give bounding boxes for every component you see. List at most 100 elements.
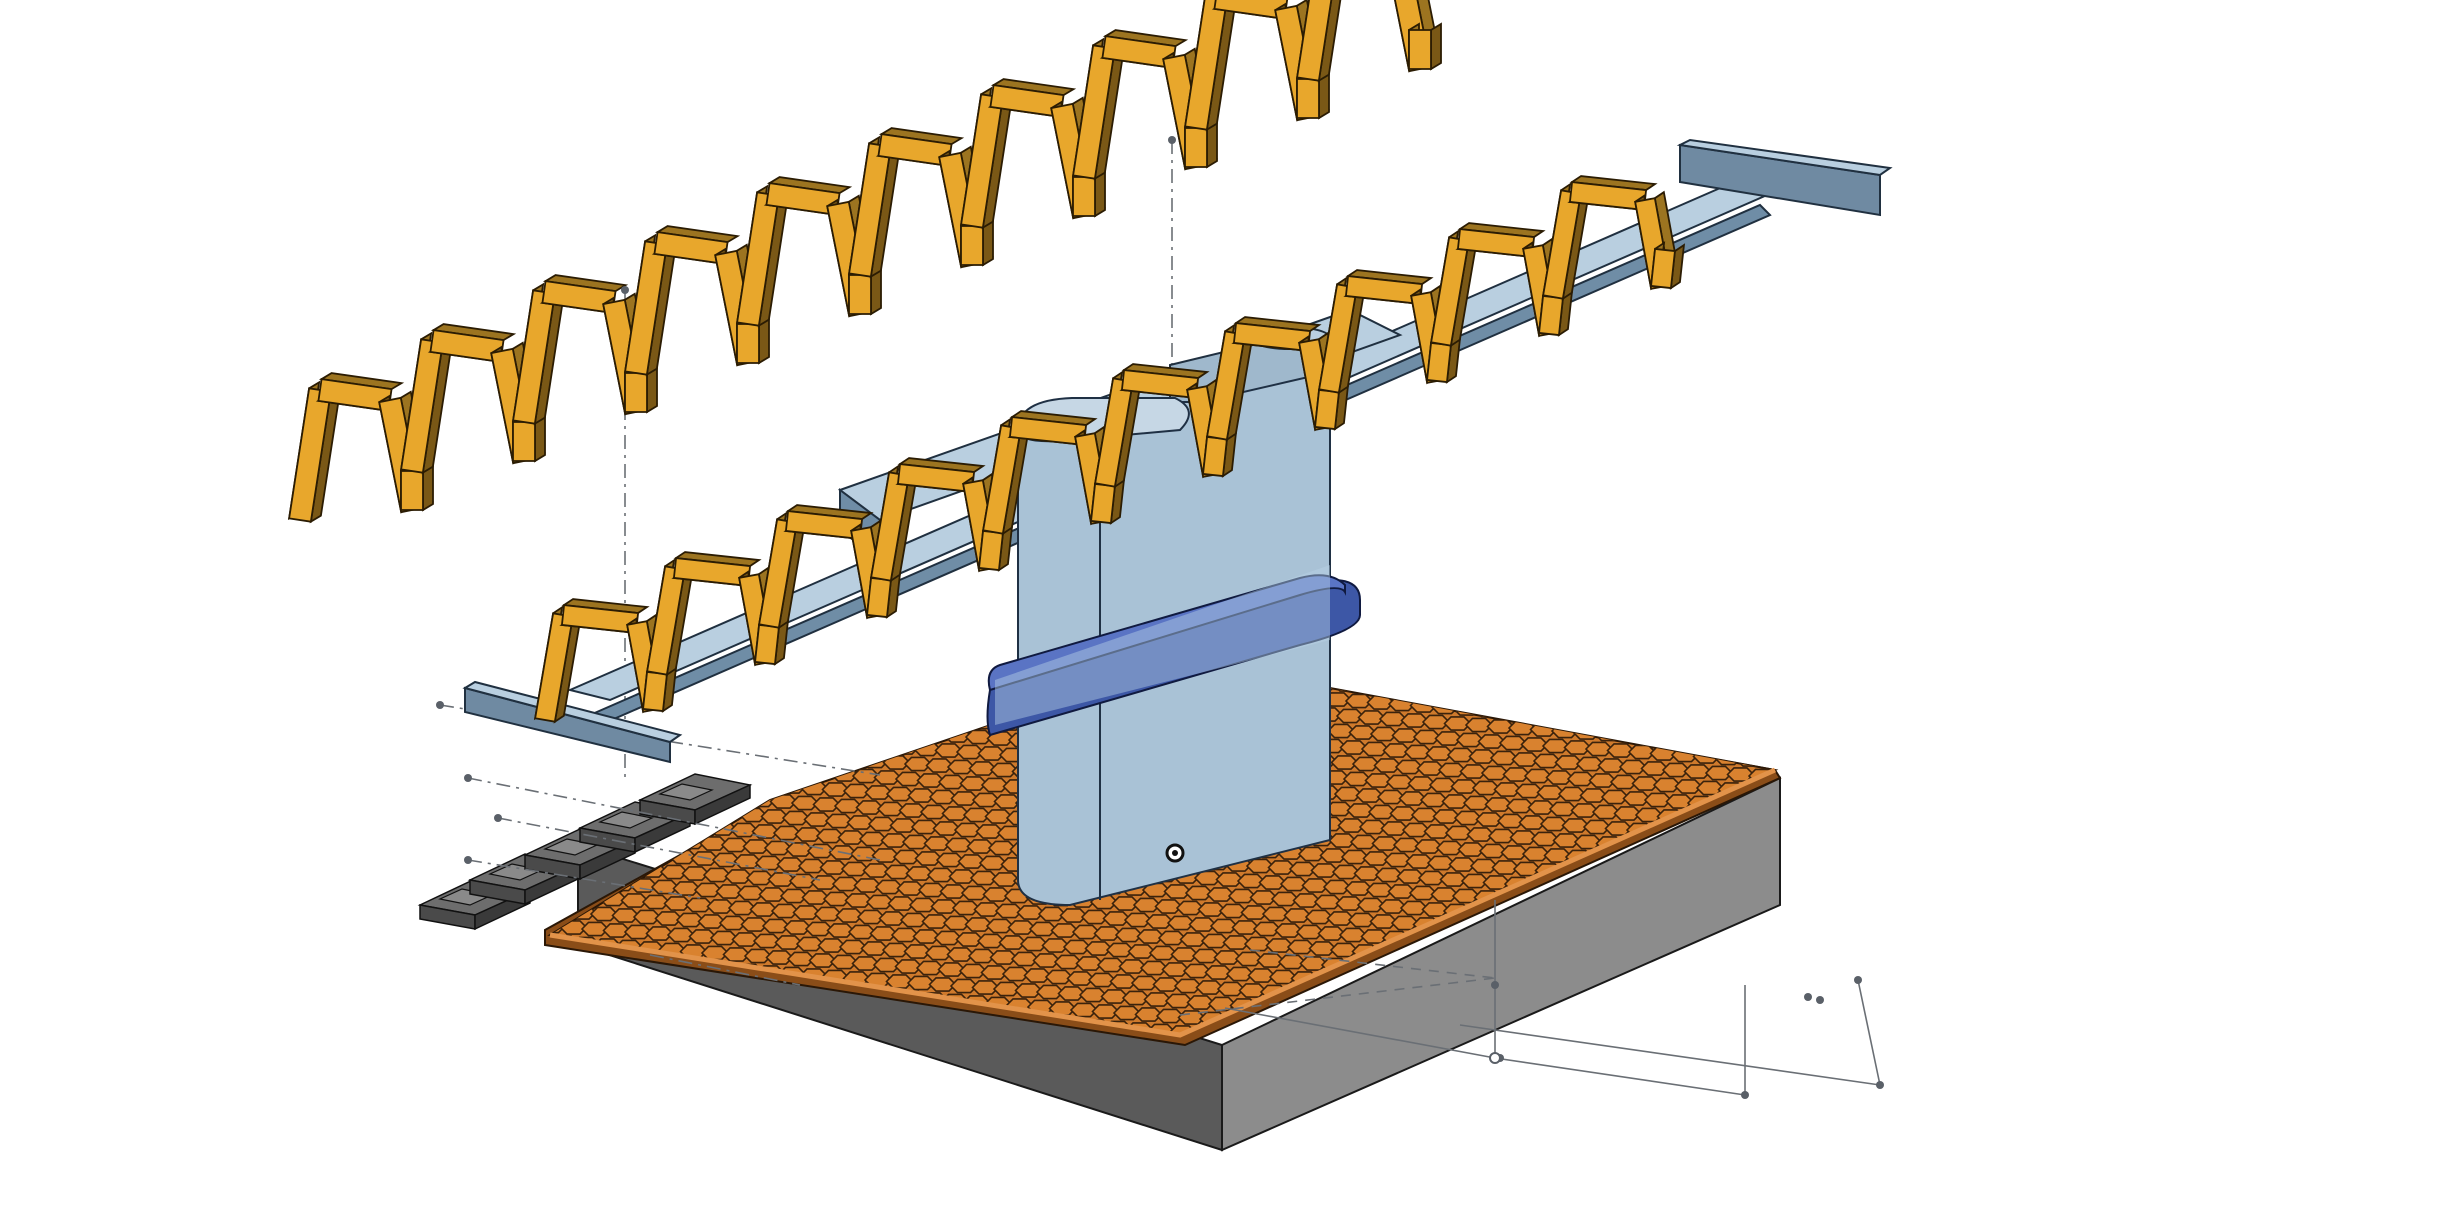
hex-cell (774, 747, 804, 763)
hex-cell (740, 729, 770, 745)
dash-line (649, 954, 801, 986)
hex-cell (507, 823, 533, 836)
band-interior (995, 565, 1330, 725)
hex-cell (772, 1013, 801, 1028)
hex-cell (891, 740, 920, 755)
hex-cell (1581, 710, 1610, 725)
hex-cell (842, 1050, 868, 1063)
dash-line (467, 777, 881, 861)
hex-cell (853, 690, 883, 706)
hex-cell (1706, 688, 1736, 703)
hex-cell (746, 688, 775, 698)
bar-face (624, 372, 648, 413)
dash-line (467, 859, 701, 899)
hex-cell (1756, 753, 1775, 769)
hex-cell (575, 968, 604, 983)
hex-cell (596, 1048, 622, 1061)
hex-cell (618, 783, 648, 799)
hex-cell (627, 768, 657, 784)
hex-cell (606, 767, 635, 782)
hex-cell (778, 779, 807, 794)
bar-face (512, 289, 556, 425)
bar-face (1456, 228, 1536, 258)
hex-cell (863, 1051, 889, 1064)
hex-cell (1658, 731, 1687, 746)
hex-cell (1513, 688, 1542, 689)
bar-face (642, 670, 668, 713)
hex-cell (1547, 692, 1576, 707)
hex-cell (1726, 658, 1752, 671)
hex-cell (1701, 734, 1730, 749)
hex-cell (557, 998, 586, 1013)
hex-cell (1439, 688, 1469, 700)
clip-item (637, 773, 753, 826)
hex-cell (532, 1044, 558, 1057)
hex-cell (618, 971, 647, 986)
bar-face (317, 378, 393, 412)
hex-cell (557, 810, 587, 826)
hex-cell (1504, 689, 1533, 704)
center-post[interactable] (986, 370, 1361, 907)
hex-cell (720, 1025, 749, 1035)
hex-cell (777, 1045, 803, 1058)
hex-cell (516, 996, 542, 1009)
hex-cell (1654, 699, 1684, 715)
bar-face (1568, 181, 1648, 211)
hex-cell (550, 1028, 568, 1035)
sketch-point (1876, 1081, 1884, 1089)
hex-cell (857, 722, 886, 737)
hex-cell (1710, 719, 1739, 734)
hex-cell (866, 707, 895, 722)
hex-cell (1364, 664, 1390, 677)
sketch-line (1494, 1057, 1746, 1096)
hex-cell (1697, 702, 1727, 718)
hidden-line (1249, 949, 1496, 979)
hex-cell (1782, 678, 1808, 691)
hex-cell (1688, 717, 1718, 733)
hex-cell (625, 1034, 654, 1035)
hex-cell (648, 1036, 674, 1049)
hex-cell (566, 983, 595, 998)
hex-cell (1481, 657, 1507, 670)
hex-cell (821, 673, 847, 686)
hex-cell (1785, 709, 1811, 722)
hex-cell (757, 669, 783, 682)
hex-cell (771, 716, 800, 731)
zigzag-frame-back[interactable] (287, 0, 1442, 524)
hex-cell (707, 1008, 737, 1024)
zigzag-frame-front[interactable] (533, 175, 1686, 724)
hex-cell (729, 1010, 758, 1025)
bar-face (672, 557, 752, 587)
hex-cell (587, 984, 617, 1000)
hex-cell (749, 714, 779, 730)
hex-cell (1731, 720, 1761, 736)
hex-cell (550, 824, 556, 839)
hex-cell (1744, 737, 1773, 752)
sketch-point (1816, 996, 1824, 1004)
hex-cell (806, 1031, 835, 1035)
hex-cell (697, 726, 727, 742)
hex-cell (1525, 690, 1555, 706)
sketch-point (1491, 981, 1499, 989)
bar-face (1314, 388, 1340, 431)
hex-cell (1653, 669, 1679, 682)
hex-cell (1615, 728, 1644, 743)
hex-cell (724, 688, 754, 697)
hex-cell (550, 981, 574, 997)
hex-cell (1762, 707, 1775, 722)
bar-face (1090, 482, 1116, 525)
hex-cell (1662, 654, 1688, 667)
hex-cell (1538, 707, 1567, 722)
bar-face (1202, 435, 1228, 478)
bar-face (870, 471, 910, 582)
bar-face (784, 510, 864, 540)
bar-side (1317, 0, 1342, 83)
hex-cell (1758, 688, 1775, 691)
hex-cell (1620, 688, 1650, 697)
clip-stack[interactable] (417, 773, 753, 931)
hex-cell (550, 792, 553, 808)
hex-cell (1375, 688, 1404, 695)
hex-cell (553, 966, 583, 982)
